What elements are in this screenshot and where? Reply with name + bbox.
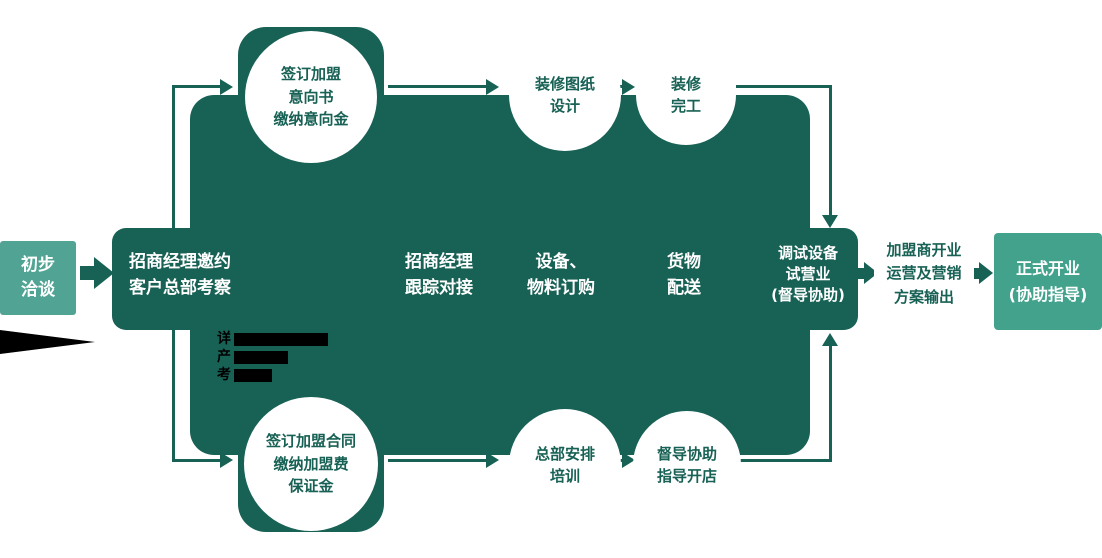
circle-sign-intent-letter: 签订加盟 意向书 缴纳意向金: [245, 31, 377, 163]
redacted-note-row: 考: [217, 368, 328, 382]
redaction-bar: [234, 350, 288, 364]
label-line: 装修: [670, 74, 701, 93]
redacted-note-row: 产: [217, 350, 328, 364]
label-line: 跟踪对接: [405, 277, 473, 298]
process-flow-band-right: [740, 228, 858, 330]
label-line: 招商经理邀约: [129, 252, 231, 272]
label-line: 初步: [21, 255, 55, 276]
label-line: 客户总部考察: [129, 277, 231, 298]
label-line: 缴纳意向金: [273, 110, 349, 129]
start-initial-negotiation-box: 初步 洽谈: [0, 241, 76, 315]
label-line: (督导协助): [771, 286, 845, 304]
label-line: 设计: [549, 97, 580, 115]
label-line: 加盟商开业: [886, 241, 962, 260]
label-line: 运营及营销: [886, 264, 962, 283]
redacted-note-row: 详: [217, 332, 328, 346]
circle-supervisor-store-opening: 督导协助 指导开店: [633, 411, 741, 519]
label-line: 完工: [670, 97, 701, 115]
label-line: 配送: [667, 277, 701, 298]
label-line: 总部安排: [534, 444, 595, 463]
circle-renovation-complete: 装修 完工: [636, 45, 736, 145]
black-wedge-mark: [0, 330, 95, 354]
label-line: 设备、: [535, 252, 587, 272]
label-line: 试营业: [785, 265, 831, 283]
circle-sign-contract: 签订加盟合同 缴纳加盟费 保证金: [244, 397, 378, 531]
process-flow-band-left: [112, 228, 262, 330]
label-line: 意向书: [288, 87, 334, 106]
franchisee-opening-output-box: 加盟商开业 运营及营销 方案输出: [874, 234, 974, 314]
circle-renovation-design: 装修图纸 设计: [509, 39, 621, 151]
label-line: 签订加盟合同: [265, 432, 356, 451]
arrowhead-down-icon: [822, 215, 838, 228]
label-line: 方案输出: [893, 287, 954, 306]
step-manager-follow-up: 招商经理 跟踪对接: [369, 250, 509, 301]
circle-hq-training: 总部安排 培训: [509, 409, 621, 521]
step-goods-delivery: 货物 配送: [624, 250, 744, 301]
arrowhead-right-icon: [622, 79, 635, 95]
arrowhead-right-icon: [486, 79, 499, 95]
label-line: 督导协助: [656, 444, 717, 463]
step-equipment-ordering: 设备、 物料订购: [499, 250, 623, 301]
note-char: 详: [217, 331, 231, 347]
label-line: 洽谈: [21, 280, 55, 300]
arrowhead-right-icon: [94, 257, 114, 289]
arrowhead-right-icon: [220, 79, 233, 95]
label-line: 装修图纸: [534, 74, 595, 93]
arrowhead-up-icon: [822, 333, 838, 346]
arrowhead-right-icon: [220, 452, 233, 468]
arrowhead-right-icon: [979, 262, 993, 284]
label-line: 保证金: [288, 477, 334, 496]
redaction-bar: [234, 332, 328, 346]
note-char: 考: [217, 367, 231, 383]
step-trial-operation: 调试设备 试营业 (督导协助): [751, 243, 865, 306]
label-line: 调试设备: [777, 244, 838, 262]
label-line: 签订加盟: [280, 65, 341, 84]
step-invite-hq-visit: 招商经理邀约 客户总部考察: [110, 250, 250, 301]
label-line: 指导开店: [656, 467, 717, 485]
label-line: 缴纳加盟费: [273, 454, 349, 473]
label-line: 招商经理: [405, 252, 473, 272]
arrowhead-right-icon: [486, 452, 499, 468]
official-opening-box: 正式开业 (协助指导): [994, 233, 1102, 330]
label-line: (协助指导): [1008, 284, 1088, 304]
label-line: 培训: [549, 467, 580, 485]
label-line: 物料订购: [527, 277, 595, 298]
redaction-bar: [234, 368, 272, 382]
redacted-note: 详 产 考: [217, 332, 328, 386]
note-char: 产: [217, 349, 231, 365]
label-line: 正式开业: [1015, 258, 1080, 278]
label-line: 货物: [667, 252, 701, 272]
arrowhead-right-icon: [622, 452, 635, 468]
